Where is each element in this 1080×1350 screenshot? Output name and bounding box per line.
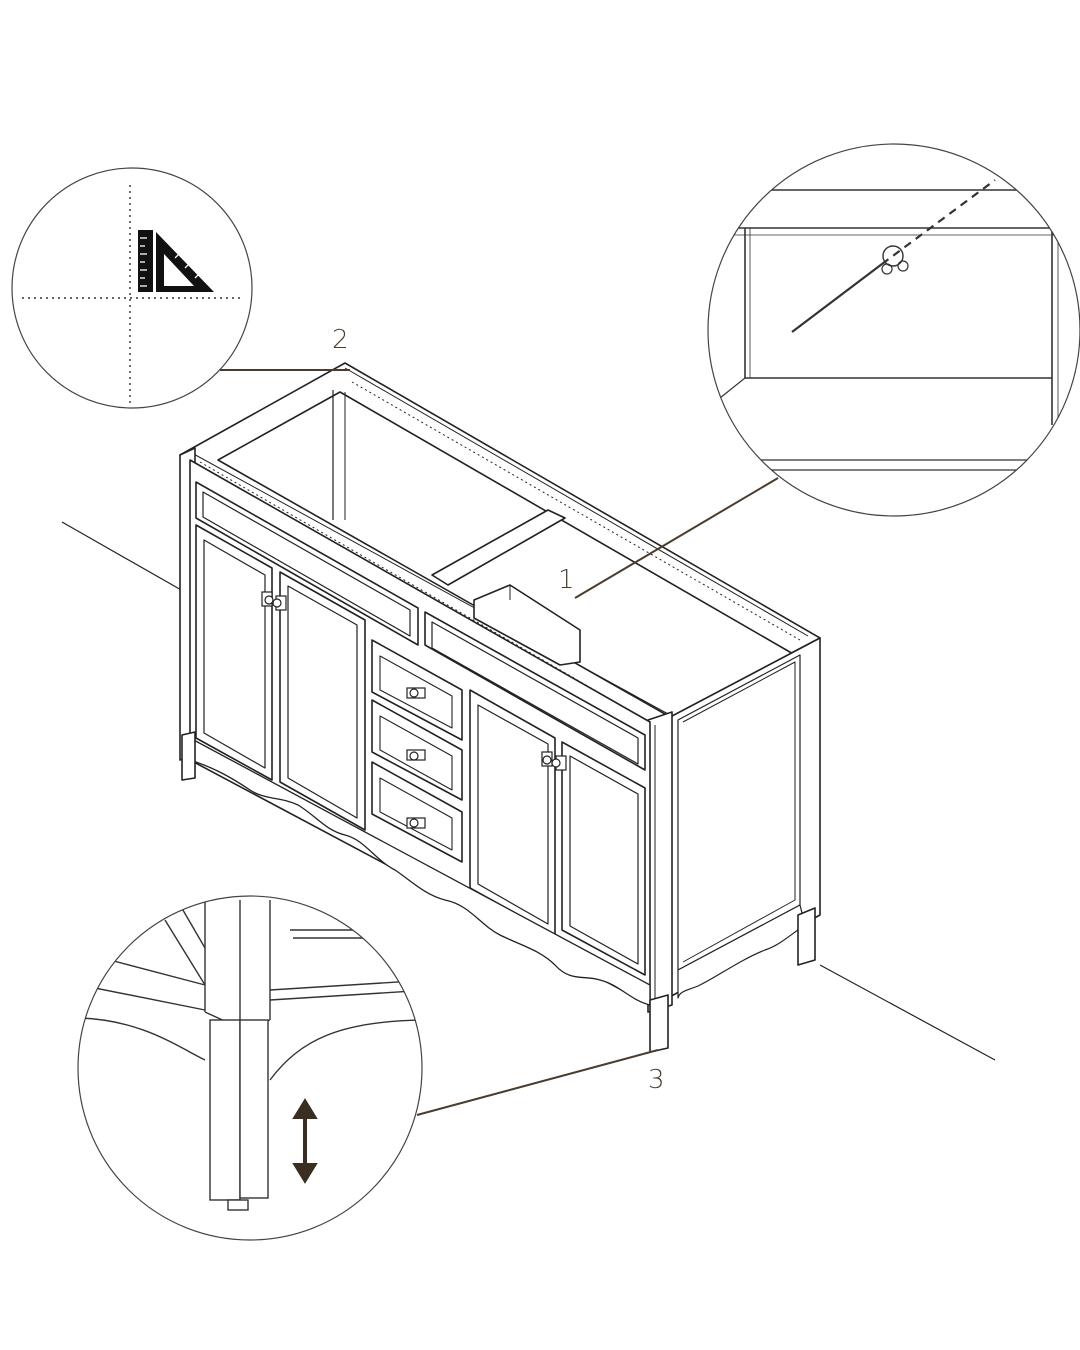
set-square-ruler-icon — [138, 230, 214, 292]
detail-circle-2 — [11, 167, 253, 409]
front-left-leg — [181, 731, 196, 781]
vanity-cabinet — [179, 362, 821, 1053]
front-right-leg — [649, 994, 669, 1053]
double-arrow-vertical-icon — [292, 1098, 318, 1184]
detail-circle-3 — [77, 895, 423, 1241]
leader-1 — [574, 477, 779, 599]
hardware — [261, 591, 567, 829]
back-right-leg — [797, 907, 816, 966]
floor-lines — [61, 521, 996, 1061]
leader-3 — [416, 1049, 659, 1116]
callout-1: 1 — [558, 565, 575, 595]
callout-3: 3 — [648, 1065, 665, 1095]
front-right-post — [647, 711, 673, 1013]
front-apron — [189, 737, 651, 1006]
callout-2: 2 — [332, 325, 349, 355]
detail-circle-1 — [707, 143, 1080, 517]
